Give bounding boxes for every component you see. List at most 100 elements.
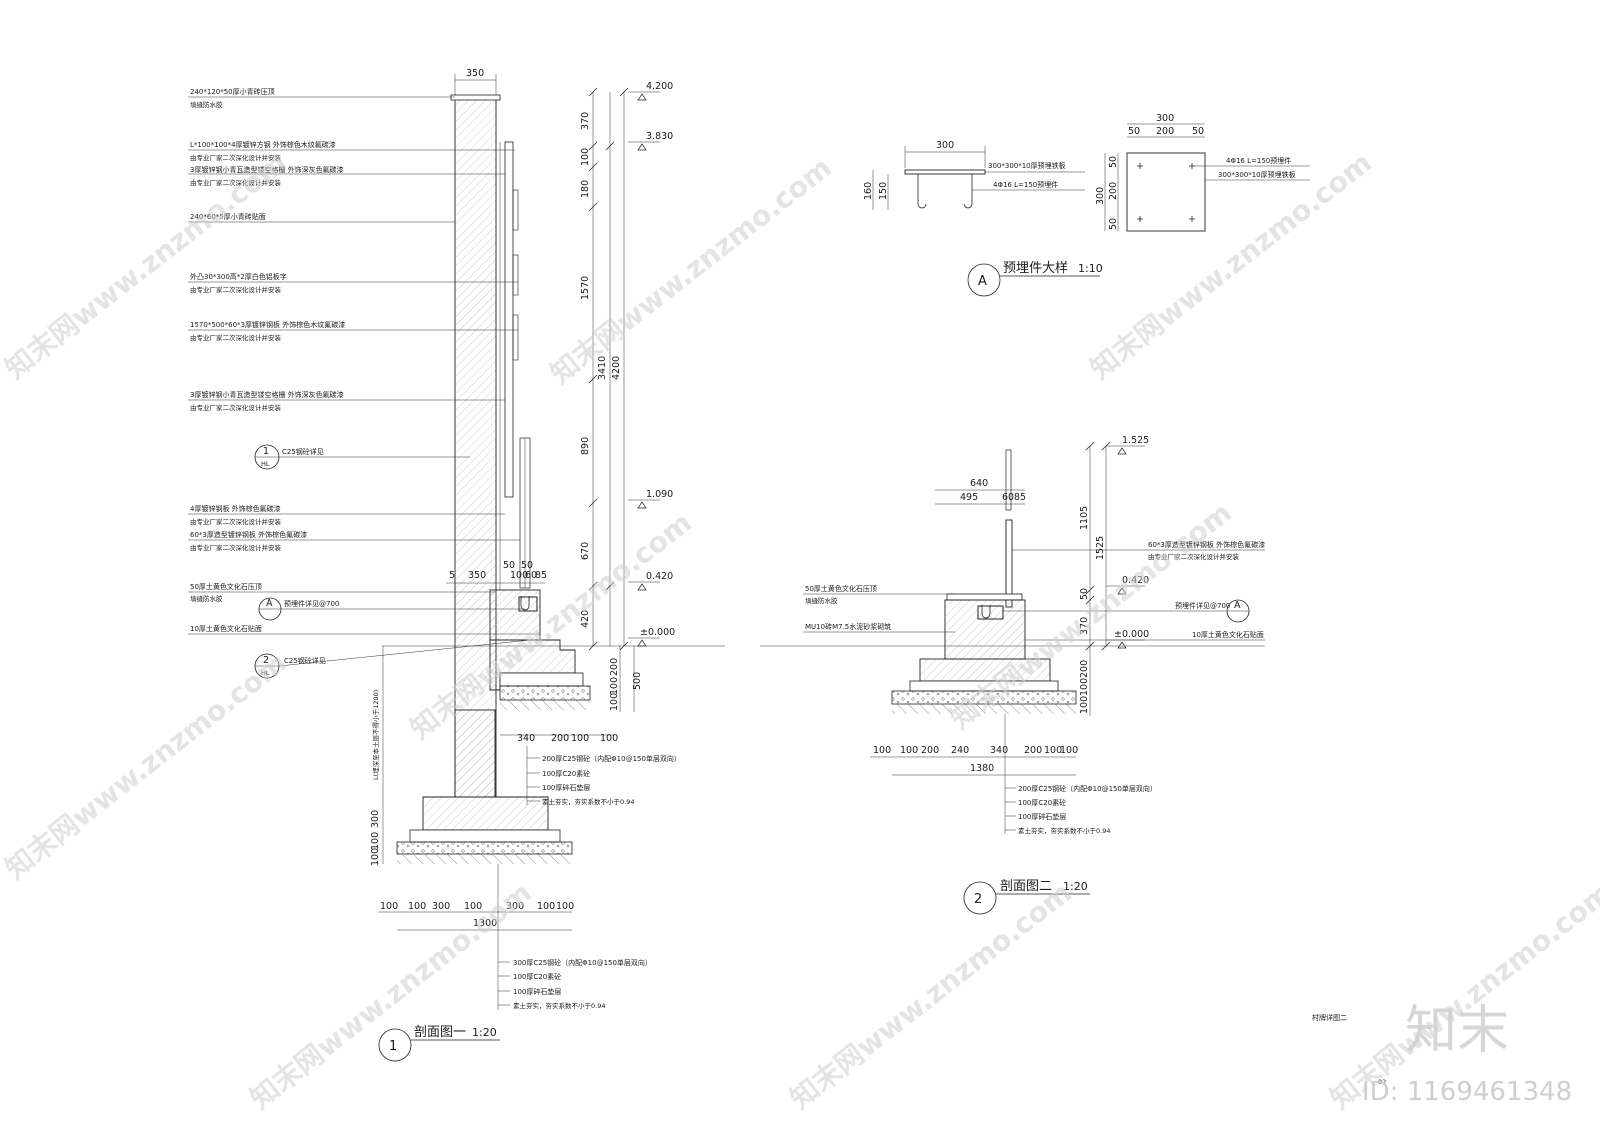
s1-vdim-370: 370	[580, 112, 591, 130]
s1-vdim-670: 670	[580, 542, 591, 560]
s2-vdim-1105: 1105	[1079, 506, 1090, 530]
s1-annotation-3: 240*60*5厚小青砖贴面	[190, 212, 266, 221]
detA-title-letter: A	[978, 274, 987, 289]
s1-callout1-num: 1	[263, 446, 269, 457]
watermark-1: 知末网www.znzmo.com	[0, 146, 293, 386]
s2-title-num: 2	[974, 892, 982, 907]
s2-found-200: 200	[1079, 660, 1090, 678]
s1-found-top-3: 100	[600, 733, 618, 744]
s1-base-block	[489, 589, 541, 641]
s1-title-num: 1	[389, 1039, 397, 1054]
s1-annotation-1: L*100*100*4厚镀锌方钢 外饰棕色木纹氟碳漆	[190, 140, 336, 149]
s1-left-dim-100b: 100	[370, 848, 381, 866]
detA-left-h-0: 160	[863, 182, 874, 200]
s1-annotation-5-sub: 由专业厂家二次深化设计并安装	[190, 333, 282, 342]
s1-layer-top-1: 100厚C20素砼	[542, 769, 590, 778]
detA-title: 预埋件大样	[1003, 261, 1068, 276]
s1-found-top-1: 200	[551, 733, 569, 744]
s1-level-3830: 3.830	[646, 131, 673, 142]
s1-annotation-9: 50厚土黄色文化石压顶	[190, 582, 262, 591]
s2-layer-2: 100厚碎石垫层	[1018, 812, 1066, 821]
detA-right-total: 300	[1095, 187, 1106, 205]
s2-layer-1: 100厚C20素砼	[1018, 798, 1066, 807]
s2-level-0420: 0.420	[1122, 575, 1149, 586]
s1-callout1-text: C25钢砼详见	[282, 447, 324, 456]
s1-top-width: 350	[466, 68, 484, 79]
s1-bottom-dim-2: 300	[432, 901, 450, 912]
s1-title-circle	[378, 1028, 412, 1062]
s1-vdim-180: 180	[580, 180, 591, 198]
s2-calloutA-letter: A	[1234, 600, 1241, 611]
s1-bottom-dim-0: 100	[380, 901, 398, 912]
s2-level-0000: ±0.000	[1114, 629, 1149, 640]
s1-annotation-9-sub: 填缝防水胶	[190, 594, 223, 603]
s1-title: 剖面图一	[414, 1025, 466, 1040]
s1-left-dim-L: L(埋深至本土层不得小于1200)	[371, 690, 380, 780]
s2-post-top	[1005, 449, 1012, 511]
s1-found-100a: 100	[609, 677, 620, 695]
s1-annotation-4-sub: 由专业厂家二次深化设计并安装	[190, 285, 282, 294]
s2-top-dim-3: 85	[1014, 492, 1026, 503]
s2-bottom-dim-4: 340	[990, 745, 1008, 756]
s1-small-dim-1: 350	[468, 570, 486, 581]
s2-ann-right-sub: 由专业厂家二次深化设计并安装	[1148, 552, 1240, 561]
s1-layer-top-0: 200厚C25钢砼（内配Φ10@150单层双向）	[542, 754, 681, 763]
s2-stone-label: 10厚土黄色文化石贴面	[1192, 630, 1264, 639]
s2-ann-left-1: 填缝防水胶	[805, 596, 838, 605]
s2-bottom-dim-6: 100	[1044, 745, 1062, 756]
s1-annotation-6: 3厚镀锌钢小青瓦造型镂空格栅 外饰深灰色氟碳漆	[190, 390, 344, 399]
s2-bottom-dim-3: 240	[951, 745, 969, 756]
s2-title-circle	[963, 881, 997, 915]
s1-callout1-ref: HL	[261, 460, 270, 468]
s2-found-100b: 100	[1079, 696, 1090, 714]
sheet-label: 村牌详图二	[1312, 1013, 1347, 1022]
watermark-8: 知末网www.znzmo.com	[784, 876, 1078, 1116]
s1-vdim-420: 420	[580, 610, 591, 628]
detA-scale: 1:10	[1078, 262, 1103, 275]
detail-A: 300 160 150 300*300*10厚预埋铁板 4Φ16 L=150预埋…	[863, 113, 1310, 297]
s2-bottom-dim-5: 200	[1024, 745, 1042, 756]
s2-coping	[946, 593, 1023, 601]
s2-bottom-dim-2: 200	[921, 745, 939, 756]
s2-ann-left-2: MU10砖M7.5水泥砂浆砌筑	[805, 622, 891, 631]
page-num: 02	[1378, 1078, 1386, 1086]
watermark-4: 知末网www.znzmo.com	[0, 646, 293, 886]
s1-layer-top-2: 100厚碎石垫层	[542, 783, 590, 792]
s2-layer-3: 素土夯实，夯实系数不小于0.94	[1018, 826, 1110, 835]
detA-right-label-1: 300*300*10厚预埋铁板	[1218, 170, 1296, 179]
s2-bottom-dim-7: 100	[1060, 745, 1078, 756]
s1-calloutA-letter: A	[266, 598, 273, 609]
s1-annotation-10: 10厚土黄色文化石贴面	[190, 624, 262, 633]
s1-annotation-0: 240*120*50厚小青砖压顶	[190, 87, 275, 96]
detA-left-label-0: 300*300*10厚预埋铁板	[988, 161, 1066, 170]
s1-left-dim-300: 300	[370, 810, 381, 828]
s1-annotation-1-sub: 由专业厂家二次深化设计并安装	[190, 153, 282, 162]
s1-coping	[450, 94, 501, 101]
s1-layer-bottom-0: 300厚C25钢砼（内配Φ10@150单层双向）	[513, 958, 652, 967]
s1-bottom-dim-6: 100	[556, 901, 574, 912]
detA-left-h-1: 150	[878, 182, 889, 200]
detA-right-side-2: 50	[1108, 218, 1119, 230]
s2-bottom-total: 1380	[970, 763, 994, 774]
s2-bottom-dim-0: 100	[873, 745, 891, 756]
s1-bottom-dim-1: 100	[408, 901, 426, 912]
s2-vdim-50: 50	[1079, 588, 1090, 600]
s2-level-1525: 1.525	[1122, 435, 1149, 446]
s1-vdim-1570: 1570	[580, 276, 591, 300]
s1-bottom-dim-5: 100	[537, 901, 555, 912]
s2-dim-ticks	[1085, 441, 1111, 651]
s1-annotation-2-sub: 由专业厂家二次深化设计并安装	[190, 178, 282, 187]
s1-annotation-8: 60*3厚造型镀锌钢板 外饰棕色氟碳漆	[190, 530, 307, 539]
s1-left-dim-100a: 100	[370, 832, 381, 850]
s1-annotation-0-sub: 填缝防水胶	[190, 100, 223, 109]
s1-annotation-7-sub: 由专业厂家二次深化设计并安装	[190, 517, 282, 526]
s2-top-dim-2: 60	[1002, 492, 1014, 503]
s1-small-dim-3: 60	[525, 570, 537, 581]
detA-right-side-0: 50	[1108, 156, 1119, 168]
s1-annotation-6-sub: 由专业厂家二次深化设计并安装	[190, 403, 282, 412]
detA-right-top: 300	[1156, 113, 1174, 124]
s1-found-top-2: 100	[571, 733, 589, 744]
s1-bottom-total: 1300	[473, 918, 497, 929]
s1-vdim-890: 890	[580, 437, 591, 455]
detA-title-circle	[967, 263, 1001, 297]
